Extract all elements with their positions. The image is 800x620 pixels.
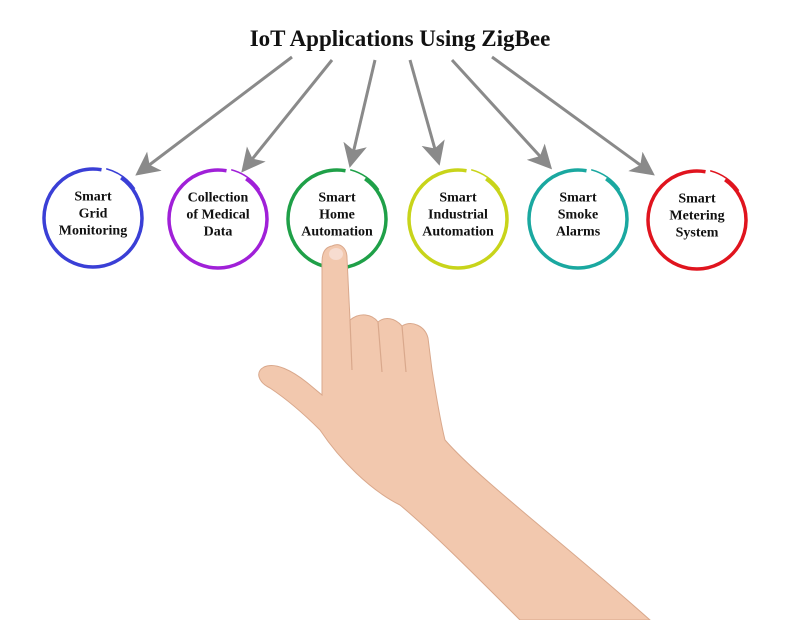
arrow-4 [408, 59, 445, 166]
application-circle-6 [646, 169, 748, 271]
application-circle-4 [407, 168, 509, 270]
application-circle-2 [167, 168, 269, 270]
label-line: Metering [669, 208, 725, 224]
label-line: Smoke [557, 207, 599, 223]
label-line: System [675, 225, 719, 241]
diagram-title: IoT Applications Using ZigBee [249, 26, 551, 51]
arrow-3 [343, 59, 377, 168]
label-line: Automation [301, 224, 373, 240]
arrow-2 [241, 59, 334, 173]
label-line: Industrial [428, 207, 488, 223]
application-circle-1 [42, 167, 144, 269]
label-line: Automation [422, 224, 494, 240]
application-circle-3 [286, 168, 388, 270]
label-line: Smart [74, 189, 112, 205]
label-line: Monitoring [58, 223, 128, 239]
label-line: Grid [78, 206, 108, 222]
label-line: Smart [678, 191, 716, 207]
arrow-6 [491, 55, 655, 176]
label-line: Collection [187, 190, 249, 206]
pointing-hand [258, 244, 651, 620]
label-line: Data [203, 224, 233, 240]
arrow-5 [450, 58, 553, 170]
label-line: Smart [559, 190, 597, 206]
label-line: Home [319, 207, 355, 223]
label-line: of Medical [186, 207, 250, 223]
label-line: Alarms [555, 224, 601, 240]
application-circle-5 [527, 168, 629, 270]
label-line: Smart [318, 190, 356, 206]
arrow-1 [135, 55, 293, 176]
label-line: Smart [439, 190, 477, 206]
